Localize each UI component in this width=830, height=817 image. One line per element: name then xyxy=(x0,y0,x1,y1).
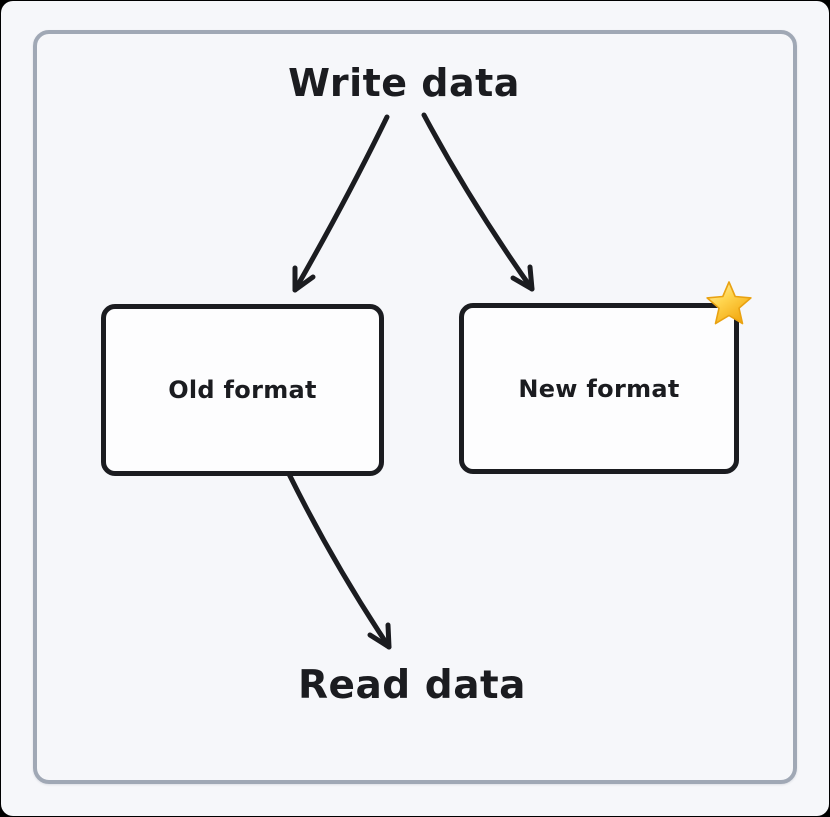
write-data-label: Write data xyxy=(288,61,520,105)
star-icon xyxy=(706,281,752,325)
new-format-box: New format xyxy=(459,303,739,474)
new-format-label: New format xyxy=(518,374,680,403)
read-data-label: Read data xyxy=(298,663,526,708)
old-format-label: Old format xyxy=(168,376,317,404)
old-format-box: Old format xyxy=(101,304,384,476)
outer-frame xyxy=(33,30,797,784)
